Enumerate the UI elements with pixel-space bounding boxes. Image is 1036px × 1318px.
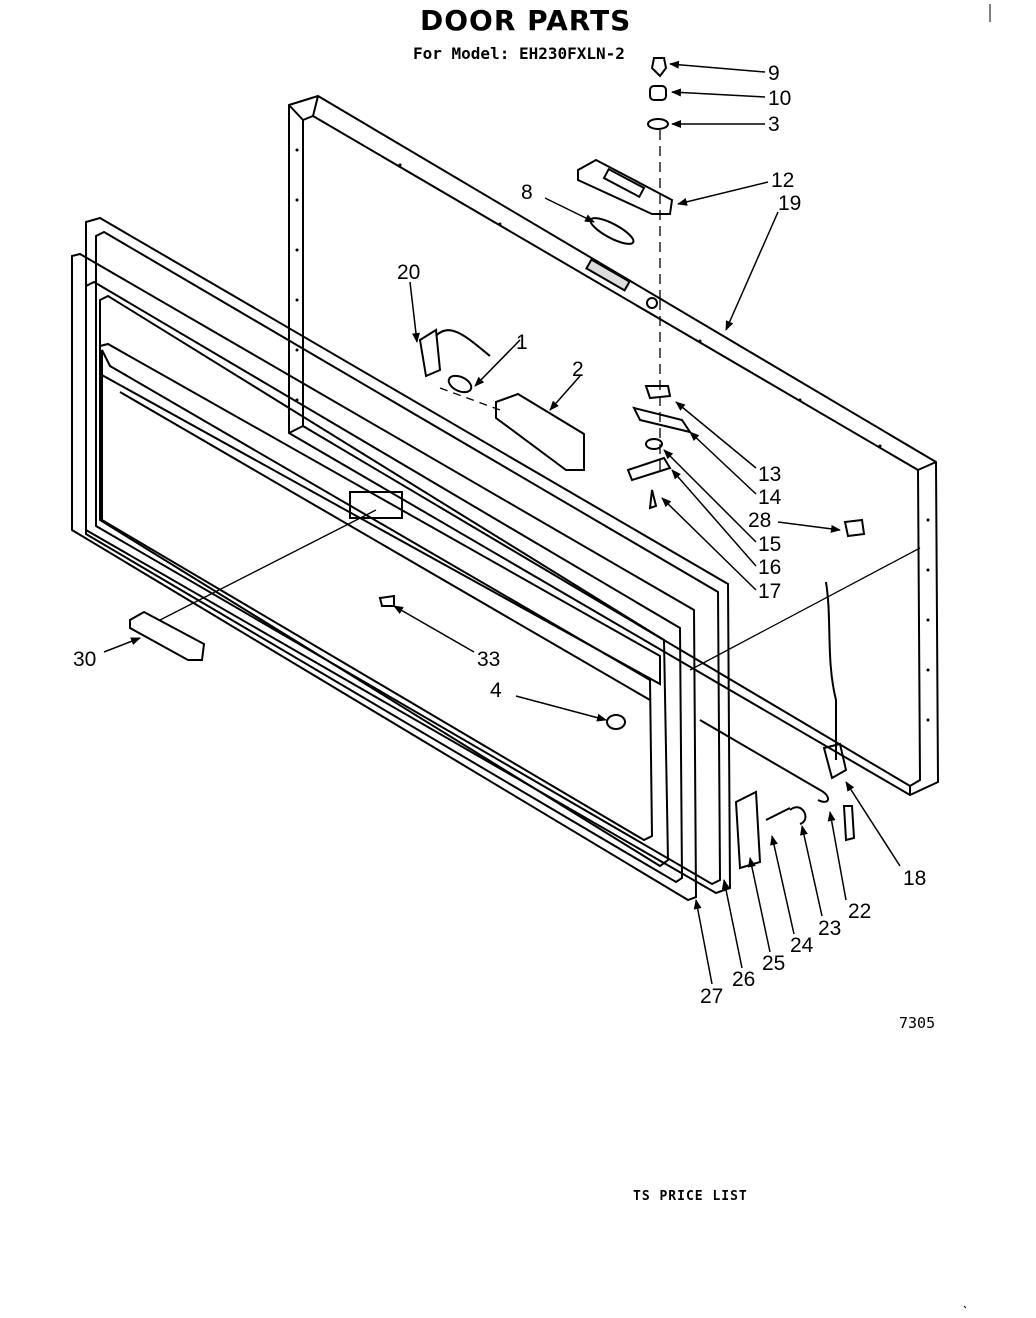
front-door-panel xyxy=(71,252,698,902)
callout-12: 12 xyxy=(771,169,794,192)
callout-4: 4 xyxy=(490,679,502,702)
callout-27: 27 xyxy=(700,985,723,1008)
back-door-panel xyxy=(288,94,940,797)
back-panel-screw-holes xyxy=(295,148,930,722)
callout-33: 33 xyxy=(477,648,500,671)
callout-9: 9 xyxy=(768,62,780,85)
callout-24: 24 xyxy=(790,934,814,957)
callout-16: 16 xyxy=(758,556,781,579)
callout-17: 17 xyxy=(758,580,781,603)
callout-26: 26 xyxy=(732,968,755,991)
wire-and-heater-parts xyxy=(699,581,856,870)
light-switch-parts xyxy=(418,328,585,471)
callout-25: 25 xyxy=(762,952,785,975)
callout-14: 14 xyxy=(758,486,782,509)
handle-and-screws xyxy=(129,594,626,730)
diagram-code: 7305 xyxy=(899,1014,936,1032)
callout-30: 30 xyxy=(73,648,96,671)
callout-20: 20 xyxy=(397,261,420,284)
model-subtitle: For Model: EH230FXLN-2 xyxy=(413,44,625,63)
page-title: DOOR PARTS xyxy=(420,4,632,37)
footer-text: TS PRICE LIST xyxy=(633,1189,748,1204)
callout-3: 3 xyxy=(768,113,780,136)
margin-marks xyxy=(963,4,991,1309)
callout-2: 2 xyxy=(572,358,584,381)
callout-19: 19 xyxy=(778,192,801,215)
callout-28: 28 xyxy=(748,509,771,532)
callout-leaders xyxy=(103,60,901,985)
callout-18: 18 xyxy=(903,867,926,890)
callout-1: 1 xyxy=(516,331,528,354)
callout-15: 15 xyxy=(758,533,781,556)
door-gasket-frame xyxy=(85,216,732,895)
callout-10: 10 xyxy=(768,87,791,110)
callout-8: 8 xyxy=(521,181,533,204)
hinge-hardware xyxy=(577,57,866,538)
callout-23: 23 xyxy=(818,917,841,940)
callout-13: 13 xyxy=(758,463,781,486)
callout-22: 22 xyxy=(848,900,871,923)
callout-numbers: 9 10 3 12 8 19 20 1 2 13 14 28 15 16 17 … xyxy=(73,62,926,1008)
